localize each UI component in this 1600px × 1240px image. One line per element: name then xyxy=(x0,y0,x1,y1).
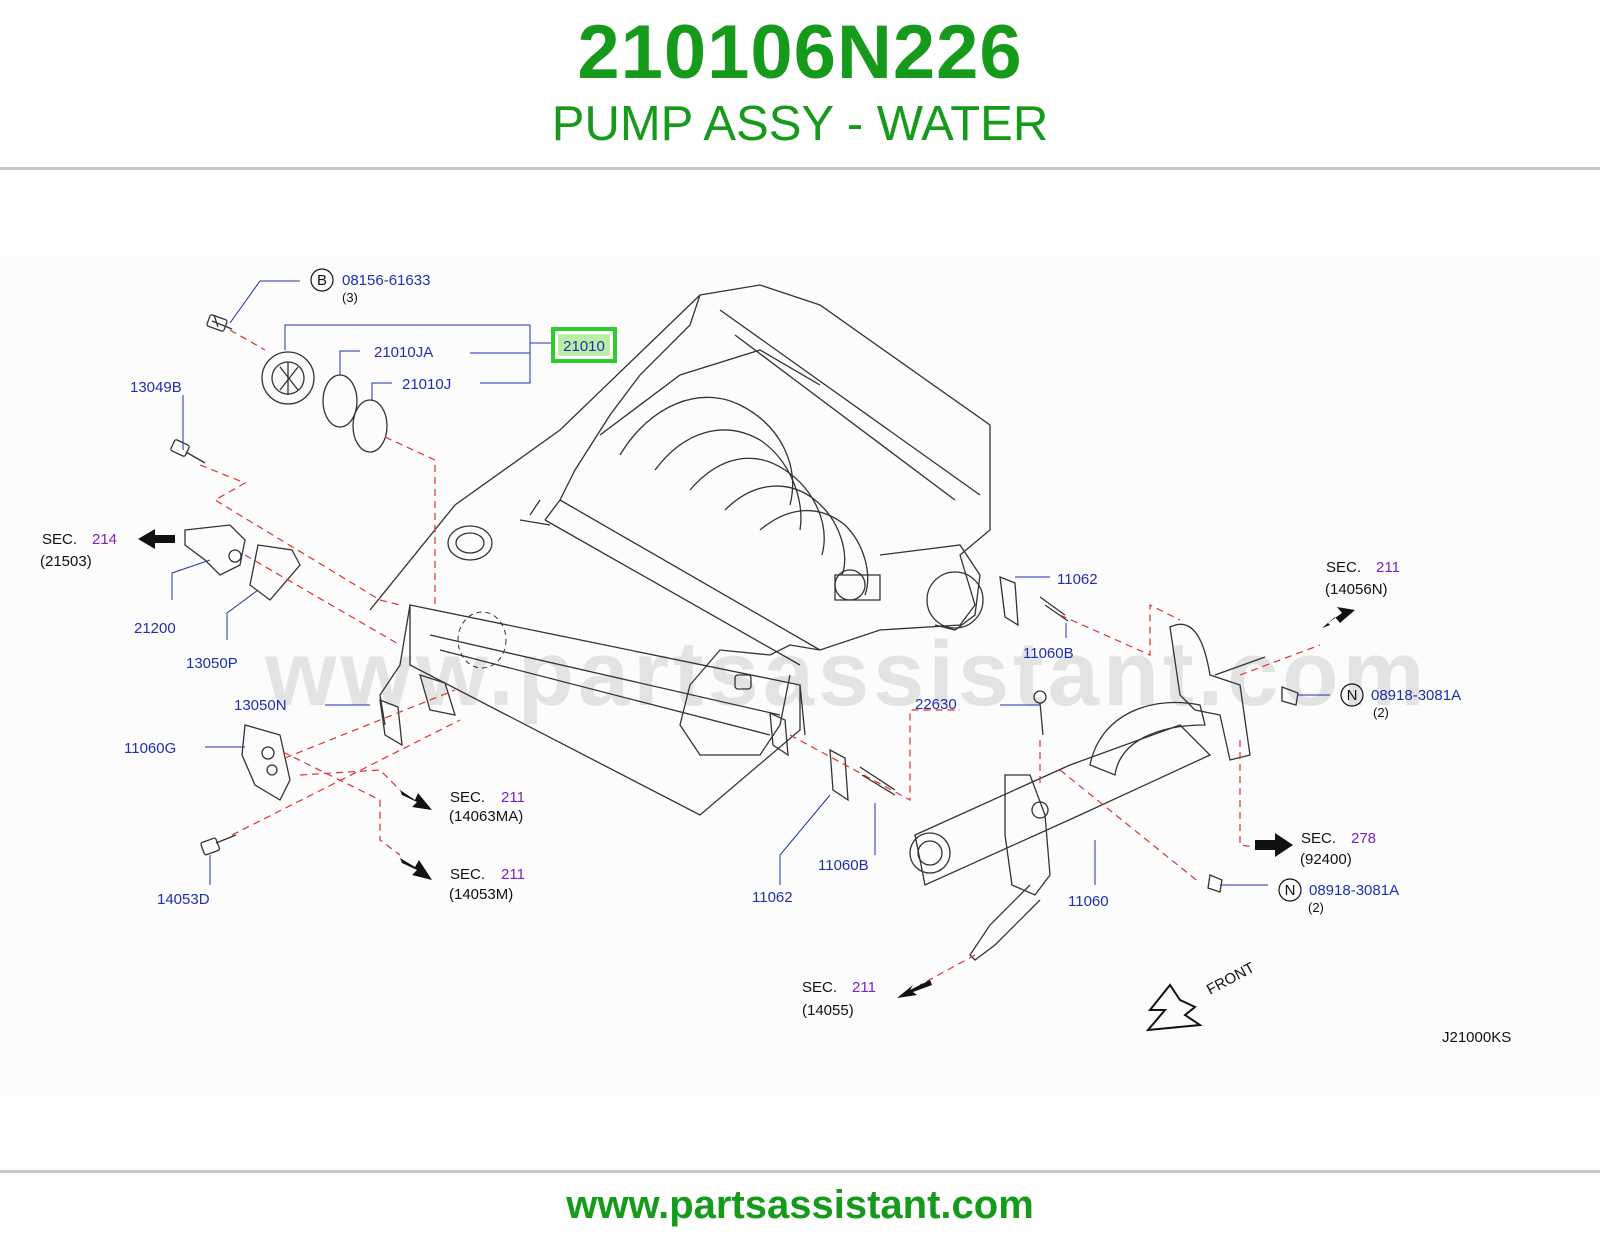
part-label-11062-bottom[interactable]: 11062 xyxy=(752,889,793,906)
part-label-11060b-top[interactable]: 11060B xyxy=(1023,645,1074,662)
section-prefix: SEC. xyxy=(802,979,837,996)
section-ref-278[interactable]: SEC. 278 (92400) xyxy=(1300,830,1376,868)
section-ref: (21503) xyxy=(40,553,92,570)
section-ref: (14053M) xyxy=(449,886,513,903)
callout-nut-n-bottom[interactable]: N 08918-3081A (2) xyxy=(1278,878,1399,915)
part-label-11062-top[interactable]: 11062 xyxy=(1057,571,1098,588)
right-components-illustration xyxy=(769,575,1299,961)
footer-divider xyxy=(0,1170,1600,1173)
section-ref: (14055) xyxy=(802,1002,854,1019)
part-label-11060[interactable]: 11060 xyxy=(1068,893,1109,910)
arrow-sec214 xyxy=(138,529,175,549)
section-prefix: SEC. xyxy=(42,531,77,548)
callout-letter: N xyxy=(1285,882,1296,899)
section-prefix: SEC. xyxy=(450,866,485,883)
section-ref-211-14055[interactable]: SEC. 211 (14055) xyxy=(802,979,876,1019)
callout-part-number: 08156-61633 xyxy=(342,272,430,289)
callout-letter: N xyxy=(1347,687,1358,704)
section-number: 278 xyxy=(1351,830,1376,847)
watermark-text: www.partsassistant.com xyxy=(264,623,1428,725)
section-number: 211 xyxy=(501,866,525,883)
part-name-subtitle: PUMP ASSY - WATER xyxy=(551,97,1049,151)
part-label-22630[interactable]: 22630 xyxy=(915,696,957,713)
front-arrow-icon xyxy=(1145,983,1203,1032)
diagram-code: J21000KS xyxy=(1442,1029,1511,1046)
section-prefix: SEC. xyxy=(1326,559,1361,576)
arrow-sec211-14055 xyxy=(897,980,932,998)
part-label-11060g[interactable]: 11060G xyxy=(124,740,176,757)
callout-quantity: (2) xyxy=(1308,900,1324,915)
part-label-21010j[interactable]: 21010J xyxy=(402,376,451,393)
arrow-sec211-14053m xyxy=(400,858,432,880)
section-ref: (14063MA) xyxy=(449,808,523,825)
assembly-lines xyxy=(199,329,1321,986)
section-number: 214 xyxy=(92,531,117,548)
engine-illustration xyxy=(369,284,991,816)
parts-diagram: www.partsassistant.com xyxy=(0,255,1600,1095)
arrow-sec278 xyxy=(1255,833,1293,857)
section-ref-214[interactable]: SEC. 214 (21503) xyxy=(40,531,117,570)
letter-badge-n xyxy=(1278,878,1302,902)
water-pump-illustration xyxy=(206,314,388,453)
section-ref-211-14056n[interactable]: SEC. 211 (14056N) xyxy=(1325,559,1400,598)
highlighted-part-21010[interactable]: 21010 xyxy=(551,327,617,363)
part-label-13050n[interactable]: 13050N xyxy=(234,697,287,714)
callout-part-number: 08918-3081A xyxy=(1309,882,1399,899)
letter-badge-b xyxy=(310,268,334,292)
section-prefix: SEC. xyxy=(450,789,485,806)
arrow-sec211-14063ma xyxy=(400,790,432,810)
front-label: FRONT xyxy=(1204,959,1258,998)
part-label-13050p[interactable]: 13050P xyxy=(186,655,238,672)
part-number-title: 210106N226 xyxy=(577,10,1023,95)
letter-badge-n xyxy=(1340,683,1364,707)
section-number: 211 xyxy=(501,789,525,806)
section-ref: (92400) xyxy=(1300,851,1352,868)
page-header: 210106N226 PUMP ASSY - WATER xyxy=(0,0,1600,168)
left-components-illustration xyxy=(170,439,456,856)
section-number: 211 xyxy=(1376,559,1400,576)
footer-website-link[interactable]: www.partsassistant.com xyxy=(566,1183,1034,1227)
direction-arrows xyxy=(138,529,1355,1032)
callout-nut-n-top[interactable]: N 08918-3081A (2) xyxy=(1340,683,1461,720)
callout-quantity: (3) xyxy=(342,290,358,305)
section-number: 211 xyxy=(852,979,876,996)
diagram-canvas: www.partsassistant.com xyxy=(40,268,1511,1046)
part-label-21010ja[interactable]: 21010JA xyxy=(374,344,433,361)
highlighted-part-label: 21010 xyxy=(563,338,605,355)
section-ref-211-14053m[interactable]: SEC. 211 (14053M) xyxy=(449,866,525,903)
arrow-sec211-14056n xyxy=(1322,607,1355,628)
header-divider xyxy=(0,167,1600,170)
highlight-fill xyxy=(558,334,610,356)
part-label-11060b-bottom[interactable]: 11060B xyxy=(818,857,869,874)
callout-part-number: 08918-3081A xyxy=(1371,687,1461,704)
leader-lines xyxy=(171,280,1330,886)
callout-bolt-b[interactable]: B 08156-61633 (3) xyxy=(310,268,430,305)
section-ref: (14056N) xyxy=(1325,581,1388,598)
callout-quantity: (2) xyxy=(1373,705,1389,720)
section-ref-211-14063ma[interactable]: SEC. 211 (14063MA) xyxy=(449,789,525,825)
part-label-21200[interactable]: 21200 xyxy=(134,620,176,637)
callout-letter: B xyxy=(317,272,327,289)
section-prefix: SEC. xyxy=(1301,830,1336,847)
part-label-13049b[interactable]: 13049B xyxy=(130,379,182,396)
part-label-14053d[interactable]: 14053D xyxy=(157,891,210,908)
